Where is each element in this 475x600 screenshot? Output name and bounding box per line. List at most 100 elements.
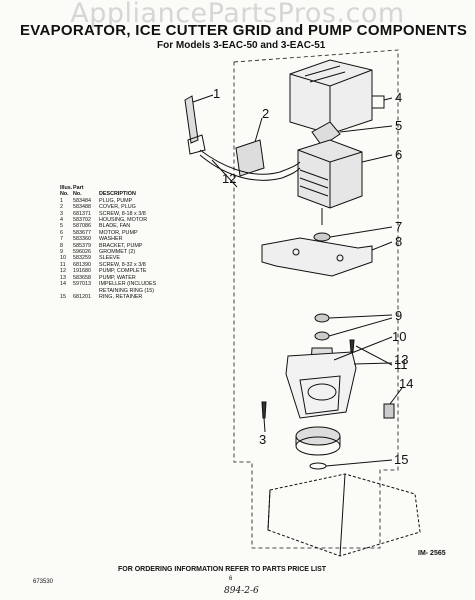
header-part-no: No. xyxy=(73,191,82,198)
parts-cell-part: 583702 xyxy=(73,217,91,224)
pump-bracket xyxy=(261,237,373,277)
header-no: No. xyxy=(60,191,69,198)
parts-cell-illus: 6 xyxy=(60,229,63,236)
parts-cell-part: 587086 xyxy=(73,223,91,230)
parts-list-row: 12 191680 PUMP, COMPLETE xyxy=(60,268,189,274)
parts-cell-desc: PUMP, WATER xyxy=(99,274,136,281)
water-pump-housing xyxy=(285,351,357,419)
parts-cell-part: 681390 xyxy=(73,261,91,268)
washer xyxy=(313,232,331,242)
ordering-note: FOR ORDERING INFORMATION REFER TO PARTS … xyxy=(118,566,327,573)
parts-cell-part: 191680 xyxy=(73,268,91,275)
fan-blade xyxy=(311,121,341,147)
retaining-ring xyxy=(309,462,327,470)
image-reference: IM- 2565 xyxy=(418,550,446,557)
callout-6: 6 xyxy=(395,147,402,162)
parts-cell-desc: SLEEVE xyxy=(99,255,120,262)
parts-cell-illus: 7 xyxy=(60,236,63,243)
parts-cell-desc: BLADE, FAN xyxy=(99,223,131,230)
page-number: 6 xyxy=(229,576,233,582)
parts-list-row: 14 597013 IMPELLER (INCLUDES xyxy=(60,281,189,287)
parts-list-row: 10 583259 SLEEVE xyxy=(60,255,189,261)
plug-cover xyxy=(235,139,265,177)
screw-11 xyxy=(349,339,355,353)
parts-list-header: Illus. Part No. No. DESCRIPTION xyxy=(60,185,189,198)
parts-cell-part: 681371 xyxy=(73,210,91,217)
callout-4: 4 xyxy=(395,90,402,105)
parts-cell-desc: WASHER xyxy=(99,236,123,243)
parts-list-row: 7 583360 WASHER xyxy=(60,236,189,242)
parts-cell-desc: COVER, PLUG xyxy=(99,204,136,211)
parts-cell-illus: 9 xyxy=(60,249,63,256)
parts-cell-part: 583658 xyxy=(73,274,91,281)
parts-list-row: 9 596026 GROMMET (2) xyxy=(60,249,189,255)
callout-3: 3 xyxy=(259,432,266,447)
parts-list-row: 15 681201 RING, RETAINER xyxy=(60,294,189,300)
parts-cell-part: 597013 xyxy=(73,281,91,288)
callout-1: 1 xyxy=(213,86,220,101)
callout-8: 8 xyxy=(395,234,402,249)
parts-cell-illus: 4 xyxy=(60,217,63,224)
parts-cell-illus: 15 xyxy=(60,293,66,300)
header-illus: Illus. xyxy=(60,185,73,191)
parts-list-row: 4 583702 HOUSING, MOTOR xyxy=(60,217,189,223)
page-title: EVAPORATOR, ICE CUTTER GRID and PUMP COM… xyxy=(20,22,468,39)
parts-cell-desc: SCREW, 8-18 x 3/8 xyxy=(99,210,146,217)
callout-2: 2 xyxy=(262,106,269,121)
callout-10: 10 xyxy=(392,329,406,344)
parts-cell-desc: HOUSING, MOTOR xyxy=(99,217,148,224)
callout-12: 12 xyxy=(222,171,236,186)
parts-cell-desc: RETAINING RING (15) xyxy=(99,287,155,294)
callout-5: 5 xyxy=(395,118,402,133)
pump-plug xyxy=(184,95,206,155)
parts-cell-desc: PUMP, COMPLETE xyxy=(99,268,147,275)
parts-cell-part: 681201 xyxy=(73,293,91,300)
callout-15: 15 xyxy=(394,452,408,467)
parts-cell-desc: MOTOR, PUMP xyxy=(99,229,138,236)
parts-cell-illus: 10 xyxy=(60,255,66,262)
parts-cell-desc: PLUG, PUMP xyxy=(99,197,133,204)
parts-cell-part: 583259 xyxy=(73,255,91,262)
parts-list-row: 5 587086 BLADE, FAN xyxy=(60,223,189,229)
parts-cell-part: 596026 xyxy=(73,249,91,256)
parts-cell-illus: 13 xyxy=(60,274,66,281)
parts-cell-desc: GROMMET (2) xyxy=(99,249,136,256)
parts-cell-part: 583484 xyxy=(73,197,91,204)
header-part: Part xyxy=(73,185,84,191)
evaporator-tray xyxy=(267,473,421,557)
grommet xyxy=(314,331,330,341)
grommet xyxy=(314,313,330,323)
parts-cell-desc: RING, RETAINER xyxy=(99,293,143,300)
pump-motor xyxy=(297,139,363,225)
screw-3 xyxy=(261,401,267,419)
callout-13: 13 xyxy=(394,352,408,367)
parts-list-row: 11 681390 SCREW, 8-32 x 3/8 xyxy=(60,262,189,268)
parts-cell-desc: SCREW, 8-32 x 3/8 xyxy=(99,261,146,268)
parts-cell-illus: 3 xyxy=(60,210,63,217)
parts-cell-part: 583360 xyxy=(73,236,91,243)
parts-cell-desc: BRACKET, PUMP xyxy=(99,242,143,249)
header-description: DESCRIPTION xyxy=(99,191,136,198)
handwritten-note: 894-2-6 xyxy=(224,586,259,596)
callout-14: 14 xyxy=(399,376,413,391)
parts-cell-illus: 12 xyxy=(60,268,66,275)
parts-cell-illus: 1 xyxy=(60,197,63,204)
callout-9: 9 xyxy=(395,308,402,323)
parts-cell-illus: 5 xyxy=(60,223,63,230)
callout-7: 7 xyxy=(395,219,402,234)
parts-cell-part: 583488 xyxy=(73,204,91,211)
impeller xyxy=(295,403,395,456)
parts-cell-illus: 14 xyxy=(60,281,66,288)
parts-list-row: 13 583658 PUMP, WATER xyxy=(60,275,189,281)
parts-cell-desc: IMPELLER (INCLUDES xyxy=(99,281,157,288)
parts-list-row: 1 583484 PLUG, PUMP xyxy=(60,198,189,204)
parts-cell-illus: 11 xyxy=(60,261,66,268)
motor-housing xyxy=(289,59,385,135)
assembly-boundary xyxy=(233,49,399,549)
wire-harness xyxy=(199,149,301,175)
parts-list-row: RETAINING RING (15) xyxy=(60,288,189,294)
parts-list-row: 3 681371 SCREW, 8-18 x 3/8 xyxy=(60,211,189,217)
